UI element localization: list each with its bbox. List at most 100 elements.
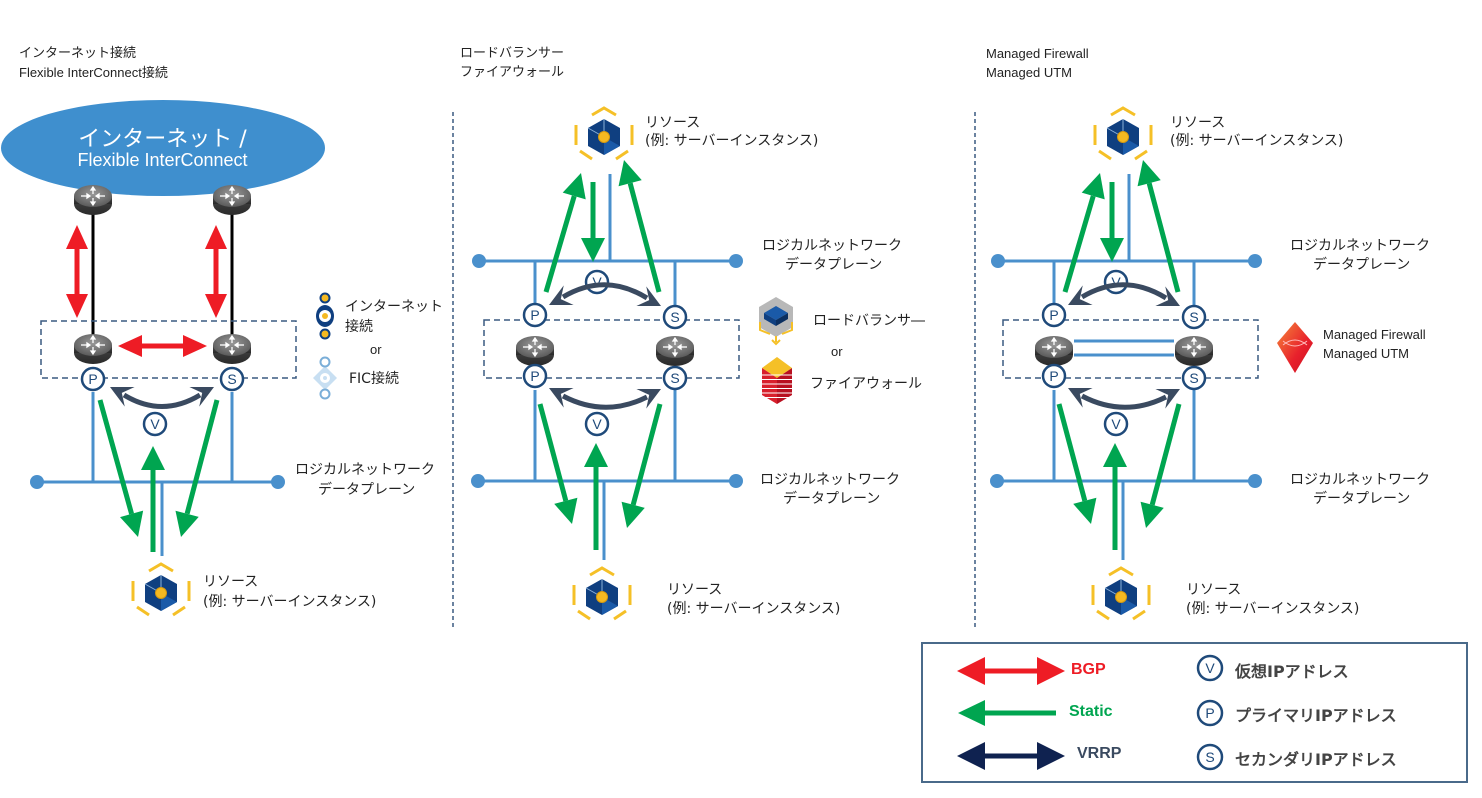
vrrp-arrow: [549, 388, 661, 410]
static-arrow: [618, 160, 662, 293]
resource-label-mid-bottom: リソース: [667, 582, 723, 598]
static-arrow: [1062, 173, 1105, 293]
svg-text:S: S: [670, 370, 679, 386]
fic-connection-icon: [313, 356, 337, 400]
section-title-lb: ロードバランサー: [460, 46, 565, 61]
virtual-ip-marker: V: [142, 411, 168, 437]
vrrp-arrow-icon: [957, 742, 1065, 770]
network-label-right-top: ロジカルネットワーク: [1290, 238, 1430, 254]
router-icon: [1034, 335, 1074, 367]
or-label-mid: or: [831, 344, 843, 359]
router-icon: [212, 184, 252, 216]
firewall-label: ファイアウォール: [810, 376, 922, 392]
section-title-internet: インターネット接続: [19, 46, 137, 61]
vrrp-arrow: [549, 282, 661, 306]
secondary-ip-marker: S: [1181, 304, 1207, 330]
legend-vrrp-label: VRRP: [1077, 745, 1122, 762]
primary-ip-marker: P: [80, 366, 106, 392]
svg-text:S: S: [1189, 309, 1198, 325]
svg-text:P: P: [1049, 368, 1058, 384]
virtual-ip-marker: V: [1103, 269, 1129, 295]
virtual-ip-marker: V: [584, 411, 610, 437]
static-arrow: [543, 173, 586, 293]
primary-ip-marker-icon: [1196, 699, 1224, 727]
resource-server-icon: [1093, 106, 1153, 161]
router-group-box: [1002, 319, 1259, 379]
vrrp-arrow: [1068, 388, 1180, 410]
svg-text:S: S: [670, 309, 679, 325]
network-label-mid-bottom: ロジカルネットワーク: [760, 472, 900, 488]
section-title-mfw: Managed Firewall: [986, 46, 1089, 61]
network-endpoint: [991, 254, 1005, 268]
network-endpoint: [1248, 474, 1262, 488]
legend-p-letter: P: [1205, 705, 1214, 721]
secondary-ip-marker: S: [1181, 365, 1207, 391]
primary-ip-marker: P: [522, 363, 548, 389]
load-balancer-label: ロードバランサ―: [813, 313, 925, 329]
network-endpoint: [990, 474, 1004, 488]
static-arrow: [175, 399, 220, 537]
network-label-right-bottom-2: データプレーン: [1313, 491, 1411, 507]
bgp-arrow: [118, 335, 207, 357]
managed-firewall-label: Managed Firewall: [1323, 327, 1426, 342]
managed-firewall-icon: [1277, 322, 1313, 373]
network-endpoint: [1248, 254, 1262, 268]
static-arrow: [581, 182, 605, 262]
resource-label-right-top-2: (例: サーバーインスタンス): [1170, 133, 1344, 149]
static-arrow: [1103, 443, 1127, 550]
svg-text:V: V: [1111, 416, 1121, 432]
resource-label-right-top: リソース: [1170, 115, 1226, 131]
resource-label-right-bottom: リソース: [1186, 582, 1242, 598]
static-arrow: [1137, 160, 1181, 293]
resource-server-icon: [574, 106, 634, 161]
network-endpoint: [729, 254, 743, 268]
network-endpoint: [472, 254, 486, 268]
secondary-ip-marker: S: [662, 365, 688, 391]
router-icon: [73, 333, 113, 365]
static-arrow: [141, 446, 165, 552]
legend-s-letter: S: [1205, 749, 1214, 765]
network-endpoint: [729, 474, 743, 488]
virtual-ip-marker: V: [584, 269, 610, 295]
vrrp-arrow: [110, 387, 214, 409]
virtual-ip-marker-icon: [1196, 654, 1224, 682]
svg-text:V: V: [150, 416, 160, 432]
svg-text:S: S: [1189, 370, 1198, 386]
network-label-mid-bottom-2: データプレーン: [783, 491, 881, 507]
primary-ip-marker: P: [1041, 302, 1067, 328]
legend-static-label: Static: [1069, 703, 1113, 720]
static-arrow: [1056, 403, 1097, 524]
bgp-arrow: [205, 225, 227, 318]
router-icon: [212, 333, 252, 365]
resource-label-mid-bottom-2: (例: サーバーインスタンス): [667, 601, 841, 617]
legend-v-letter: V: [1205, 660, 1215, 676]
resource-label-mid-top: リソース: [645, 115, 701, 131]
resource-server-icon: [1091, 566, 1151, 621]
legend-secondary-ip-label: セカンダリIPアドレス: [1235, 750, 1397, 769]
bgp-arrow: [66, 225, 88, 318]
network-endpoint: [30, 475, 44, 489]
internet-connection-icon: [316, 292, 334, 340]
static-arrow: [584, 443, 608, 550]
internet-connection-label-2: 接続: [345, 319, 373, 335]
legend-bgp-label: BGP: [1071, 661, 1106, 678]
legend: V P S BGP Static VRRP 仮想IPアドレス プライマリIPアド…: [921, 642, 1468, 783]
load-balancer-icon: [759, 297, 793, 346]
svg-text:V: V: [1111, 274, 1121, 290]
internet-cloud: [1, 100, 325, 196]
secondary-ip-marker-icon: [1196, 743, 1224, 771]
internet-connection-label: インターネット: [345, 299, 443, 315]
resource-server-icon: [131, 562, 191, 617]
legend-virtual-ip-label: 仮想IPアドレス: [1235, 662, 1349, 681]
network-endpoint: [271, 475, 285, 489]
section-subtitle-utm: Managed UTM: [986, 65, 1072, 80]
network-endpoint: [471, 474, 485, 488]
secondary-ip-marker: S: [219, 366, 245, 392]
network-label-left-2: データプレーン: [318, 482, 416, 498]
network-label-mid-top: ロジカルネットワーク: [762, 238, 902, 254]
router-group-box: [483, 319, 740, 379]
legend-graphics: V P S: [957, 654, 1224, 771]
primary-ip-marker: P: [522, 302, 548, 328]
firewall-icon: [762, 357, 792, 404]
